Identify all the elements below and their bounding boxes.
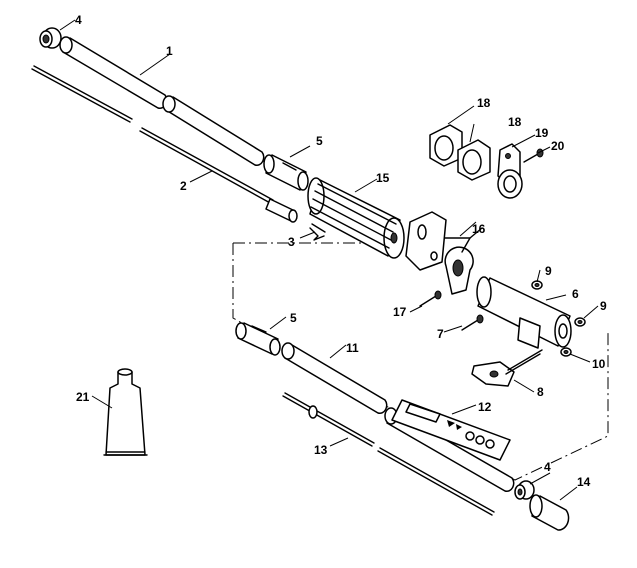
callout-5-top: 5 [316, 134, 323, 148]
callout-12: 12 [478, 400, 492, 414]
callout-20: 20 [551, 139, 565, 153]
part-13-lower-shaft [282, 392, 495, 516]
part-9-nut-top [531, 280, 543, 290]
part-21-grease-tube [103, 368, 148, 456]
part-5-lower-bushing [235, 322, 281, 356]
callout-7: 7 [437, 327, 444, 341]
callout-9-top: 9 [545, 264, 552, 278]
leader-lines [59, 19, 599, 501]
part-10-nut [560, 347, 572, 357]
part-20-screw [523, 148, 544, 163]
callout-11: 11 [346, 341, 359, 355]
part-9-nut-right [574, 317, 586, 327]
part-4-lower-nut [514, 480, 535, 500]
part-2-drive-shaft [31, 65, 298, 223]
callout-15: 15 [376, 171, 390, 185]
callout-3: 3 [288, 235, 295, 249]
part-12-decal [391, 399, 511, 461]
callout-19: 19 [535, 126, 549, 140]
callout-1: 1 [166, 44, 173, 58]
callout-10: 10 [592, 357, 606, 371]
part-6-housing [476, 276, 572, 349]
callout-18-b: 18 [508, 115, 522, 129]
part-15-liner [307, 177, 405, 259]
part-19-bracket [497, 143, 523, 199]
part-1-upper-tube [59, 36, 265, 166]
part-14-cap [529, 494, 570, 531]
part-5-upper-bushing [263, 154, 309, 191]
part-17-screw [419, 290, 442, 307]
callout-21: 21 [76, 390, 90, 404]
callout-13: 13 [314, 443, 328, 457]
callout-4-bottom: 4 [544, 460, 551, 474]
callouts: 4 1 2 3 5 15 16 18 18 19 20 9 6 9 17 7 1… [75, 13, 607, 489]
callout-16: 16 [472, 222, 486, 236]
callout-4-top: 4 [75, 13, 82, 27]
callout-14: 14 [577, 475, 591, 489]
assembly-outline [232, 242, 609, 481]
part-18-clamps [429, 124, 491, 181]
part-8-wing-screw [471, 349, 543, 387]
part-7-screw [461, 314, 484, 331]
callout-18-a: 18 [477, 96, 491, 110]
callout-8: 8 [537, 385, 544, 399]
callout-9-right: 9 [600, 299, 607, 313]
callout-5-bottom: 5 [290, 311, 297, 325]
callout-17: 17 [393, 305, 407, 319]
callout-2: 2 [180, 179, 187, 193]
part-16-clamp [405, 211, 483, 295]
part-3-clip [309, 223, 326, 241]
callout-6: 6 [572, 287, 579, 301]
part-4-top-nut [39, 27, 62, 49]
